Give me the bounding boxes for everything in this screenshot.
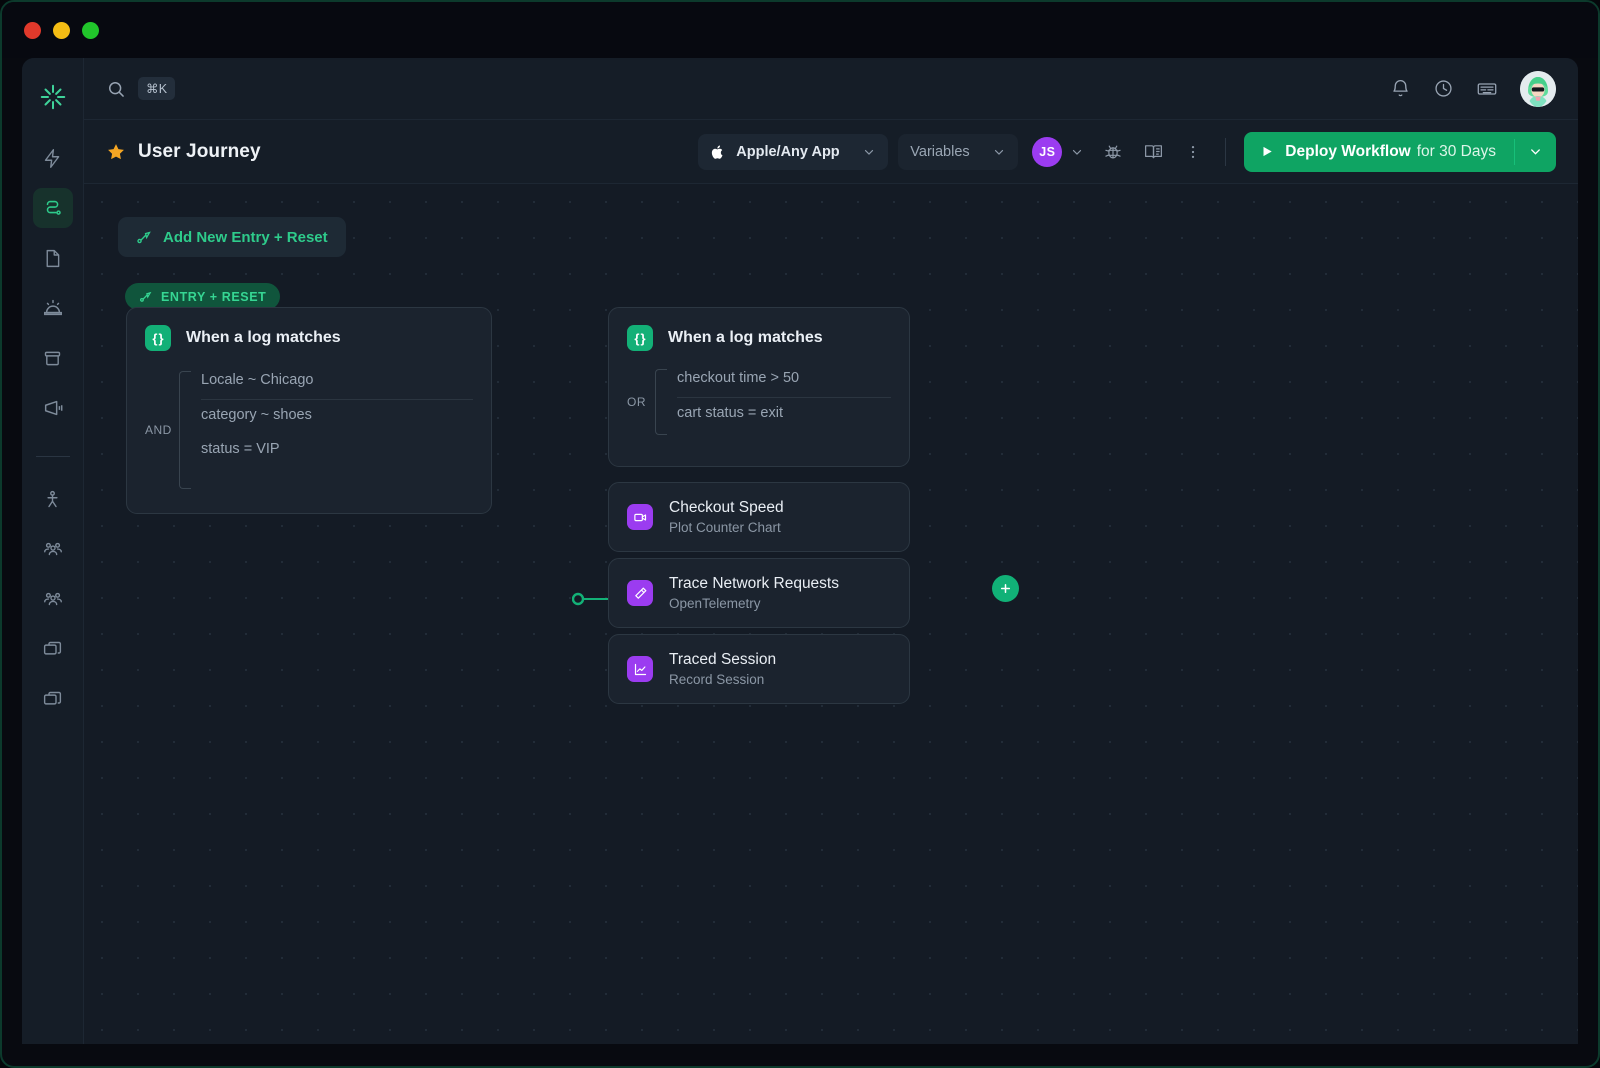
- page-title: User Journey: [138, 140, 261, 162]
- action-title: Traced Session: [669, 651, 777, 668]
- action-subtitle: OpenTelemetry: [669, 596, 761, 611]
- more-vertical-icon[interactable]: [1179, 143, 1207, 161]
- node-header: { } When a log matches: [127, 308, 491, 351]
- window-controls: [24, 21, 99, 39]
- bug-icon[interactable]: [1098, 142, 1128, 162]
- condition-row[interactable]: checkout time > 50: [677, 370, 800, 386]
- app-shell: ⌘K: [22, 58, 1578, 1044]
- action-subtitle: Plot Counter Chart: [669, 520, 781, 535]
- search-shortcut: ⌘K: [138, 77, 176, 100]
- wand-icon: [627, 580, 653, 606]
- sidebar-item-documents[interactable]: [33, 238, 73, 278]
- deploy-main[interactable]: Deploy Workflow for 30 Days: [1244, 132, 1514, 172]
- star-icon[interactable]: [106, 142, 126, 162]
- action-card-traced-session[interactable]: Traced Session Record Session: [608, 634, 910, 704]
- deploy-options-chevron[interactable]: [1515, 132, 1556, 172]
- trigger-node-1[interactable]: { } When a log matches AND Locale ~ Chic…: [126, 307, 492, 514]
- condition-row[interactable]: Locale ~ Chicago: [201, 372, 314, 388]
- close-button[interactable]: [24, 21, 41, 39]
- sidebar-item-automations[interactable]: [33, 138, 73, 178]
- line-chart-icon: [627, 656, 653, 682]
- deploy-workflow-button[interactable]: Deploy Workflow for 30 Days: [1244, 131, 1556, 172]
- add-condition-button[interactable]: [992, 575, 1019, 602]
- action-subtitle: Record Session: [669, 672, 765, 687]
- action-card-checkout-speed[interactable]: Checkout Speed Plot Counter Chart: [608, 482, 910, 552]
- sidebar-item-teams[interactable]: [33, 529, 73, 569]
- action-text: Trace Network Requests OpenTelemetry: [669, 575, 839, 611]
- search-icon[interactable]: [106, 79, 126, 99]
- sidebar-item-announcements[interactable]: [33, 388, 73, 428]
- app-select[interactable]: Apple/Any App: [698, 133, 889, 170]
- entry-reset-label: ENTRY + RESET: [161, 289, 267, 304]
- action-title: Trace Network Requests: [669, 575, 839, 592]
- chevron-down-icon[interactable]: [1070, 145, 1084, 159]
- window-titlebar: [2, 2, 1598, 58]
- topbar: ⌘K: [84, 58, 1578, 120]
- trigger-node-2[interactable]: { } When a log matches OR checkout time …: [608, 307, 910, 467]
- clock-history-icon[interactable]: [1433, 78, 1454, 99]
- minimize-button[interactable]: [53, 21, 70, 39]
- zoom-button[interactable]: [82, 21, 99, 39]
- condition-block: OR checkout time > 50 cart status = exit: [609, 351, 909, 459]
- user-avatar[interactable]: [1520, 70, 1556, 107]
- bell-icon[interactable]: [1390, 78, 1411, 99]
- assignee-badge: JS: [1032, 136, 1063, 167]
- action-text: Checkout Speed Plot Counter Chart: [669, 499, 784, 535]
- variables-label: Variables: [910, 143, 970, 160]
- sidebar-item-segments[interactable]: [33, 579, 73, 619]
- toolbar-right: Apple/Any App Variables JS: [698, 131, 1556, 172]
- sidebar: [22, 58, 84, 1044]
- branch-icon: [136, 229, 153, 246]
- condition-row[interactable]: status = VIP: [201, 441, 280, 457]
- braces-icon: { }: [145, 325, 171, 351]
- main-column: ⌘K: [84, 58, 1578, 1044]
- sidebar-item-workspaces[interactable]: [33, 679, 73, 719]
- search-bar[interactable]: ⌘K: [106, 77, 176, 100]
- play-icon: [1260, 144, 1274, 159]
- sidebar-item-journeys[interactable]: [32, 188, 73, 228]
- apple-icon: [710, 144, 726, 160]
- keyboard-icon[interactable]: [1476, 78, 1498, 100]
- condition-block: AND Locale ~ Chicago category ~ shoes st…: [127, 351, 491, 513]
- chevron-down-icon[interactable]: [862, 145, 876, 159]
- condition-list: Locale ~ Chicago category ~ shoes status…: [201, 365, 473, 495]
- entry-reset-badge: ENTRY + RESET: [125, 283, 281, 310]
- add-new-entry-label: Add New Entry + Reset: [163, 228, 328, 246]
- sidebar-item-alerts[interactable]: [33, 288, 73, 328]
- sidebar-item-users[interactable]: [33, 479, 73, 519]
- condition-list: checkout time > 50 cart status = exit: [677, 363, 891, 441]
- node-header: { } When a log matches: [609, 308, 909, 351]
- sidebar-item-archive[interactable]: [33, 338, 73, 378]
- branch-icon: [139, 290, 153, 304]
- sidebar-divider: [35, 456, 70, 457]
- deploy-label: Deploy Workflow: [1285, 142, 1411, 160]
- asterisk-logo[interactable]: [36, 80, 70, 114]
- condition-row[interactable]: cart status = exit: [677, 397, 891, 432]
- book-icon[interactable]: [1138, 141, 1169, 162]
- action-text: Traced Session Record Session: [669, 651, 776, 687]
- condition-row[interactable]: category ~ shoes: [201, 399, 473, 434]
- variables-select[interactable]: Variables: [898, 133, 1019, 170]
- action-title: Checkout Speed: [669, 499, 784, 516]
- node-title: When a log matches: [186, 329, 341, 346]
- deploy-split-divider: [1514, 138, 1515, 165]
- condition-bracket: [655, 369, 667, 435]
- braces-icon: { }: [627, 325, 653, 351]
- sidebar-item-boards[interactable]: [33, 629, 73, 669]
- chevron-down-icon[interactable]: [992, 145, 1006, 159]
- page-toolbar: User Journey Apple/Any App Variables: [84, 120, 1578, 184]
- action-card-trace-network[interactable]: Trace Network Requests OpenTelemetry: [608, 558, 910, 628]
- condition-operator: AND: [145, 423, 172, 437]
- condition-operator: OR: [627, 395, 646, 409]
- video-icon: [627, 504, 653, 530]
- condition-bracket: [179, 371, 191, 489]
- add-new-entry-button[interactable]: Add New Entry + Reset: [118, 217, 346, 257]
- deploy-duration: for 30 Days: [1416, 142, 1496, 160]
- assignee-select[interactable]: JS: [1032, 136, 1084, 167]
- node-title: When a log matches: [668, 329, 823, 346]
- workflow-canvas[interactable]: Add New Entry + Reset ENTRY + RESET { } …: [84, 184, 1578, 1044]
- topbar-actions: [1390, 70, 1556, 107]
- app-select-label: Apple/Any App: [736, 143, 840, 160]
- toolbar-divider: [1225, 137, 1227, 166]
